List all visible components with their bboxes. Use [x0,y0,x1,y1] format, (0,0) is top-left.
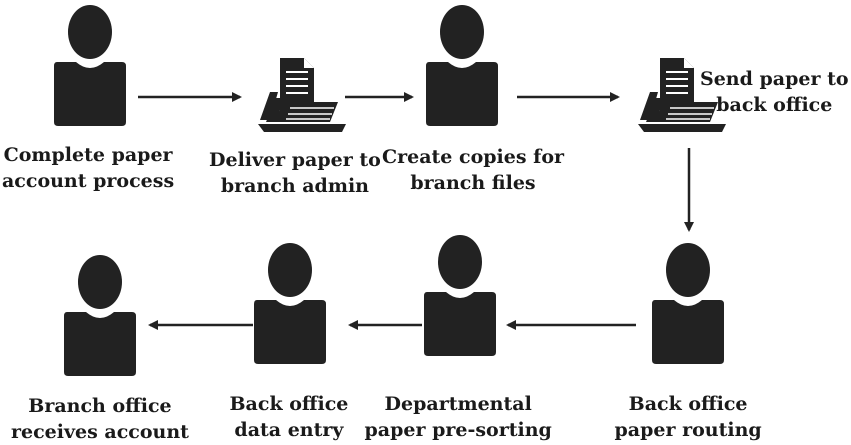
paper-tray-icon-deliver [257,57,347,133]
step-label-line: back office [716,94,833,116]
step-label-line: paper routing [614,419,762,441]
step-label-line: data entry [234,419,344,441]
step-label-line: branch files [410,172,536,194]
step-label-line: Send paper to [700,68,849,90]
step-label-line: account process [2,170,175,192]
person-icon-receives [64,255,136,376]
person-icon-complete [54,5,126,126]
step-label-complete: Complete paper account process [2,142,174,194]
step-label-send: Send paper to back office [700,66,849,118]
person-icon-entry [254,243,326,364]
step-label-receives: Branch office receives account [11,393,189,445]
step-label-line: Create copies for [382,146,565,168]
person-icon-copies [426,5,498,126]
step-label-entry: Back office data entry [230,391,349,443]
step-label-line: Departmental [384,393,532,415]
step-label-line: Branch office [28,395,172,417]
step-label-presort: Departmental paper pre-sorting [365,391,552,443]
step-label-copies: Create copies for branch files [382,144,564,196]
step-label-line: Complete paper [3,144,173,166]
step-label-line: branch admin [220,175,369,197]
step-label-line: Deliver paper to [209,149,381,171]
step-label-line: receives account [11,421,189,443]
step-label-deliver: Deliver paper to branch admin [209,147,381,199]
person-icon-presort [424,235,496,356]
step-label-line: paper pre-sorting [364,419,552,441]
person-icon-routing [652,243,724,364]
step-label-routing: Back office paper routing [615,391,762,443]
step-label-line: Back office [628,393,748,415]
step-label-line: Back office [229,393,349,415]
